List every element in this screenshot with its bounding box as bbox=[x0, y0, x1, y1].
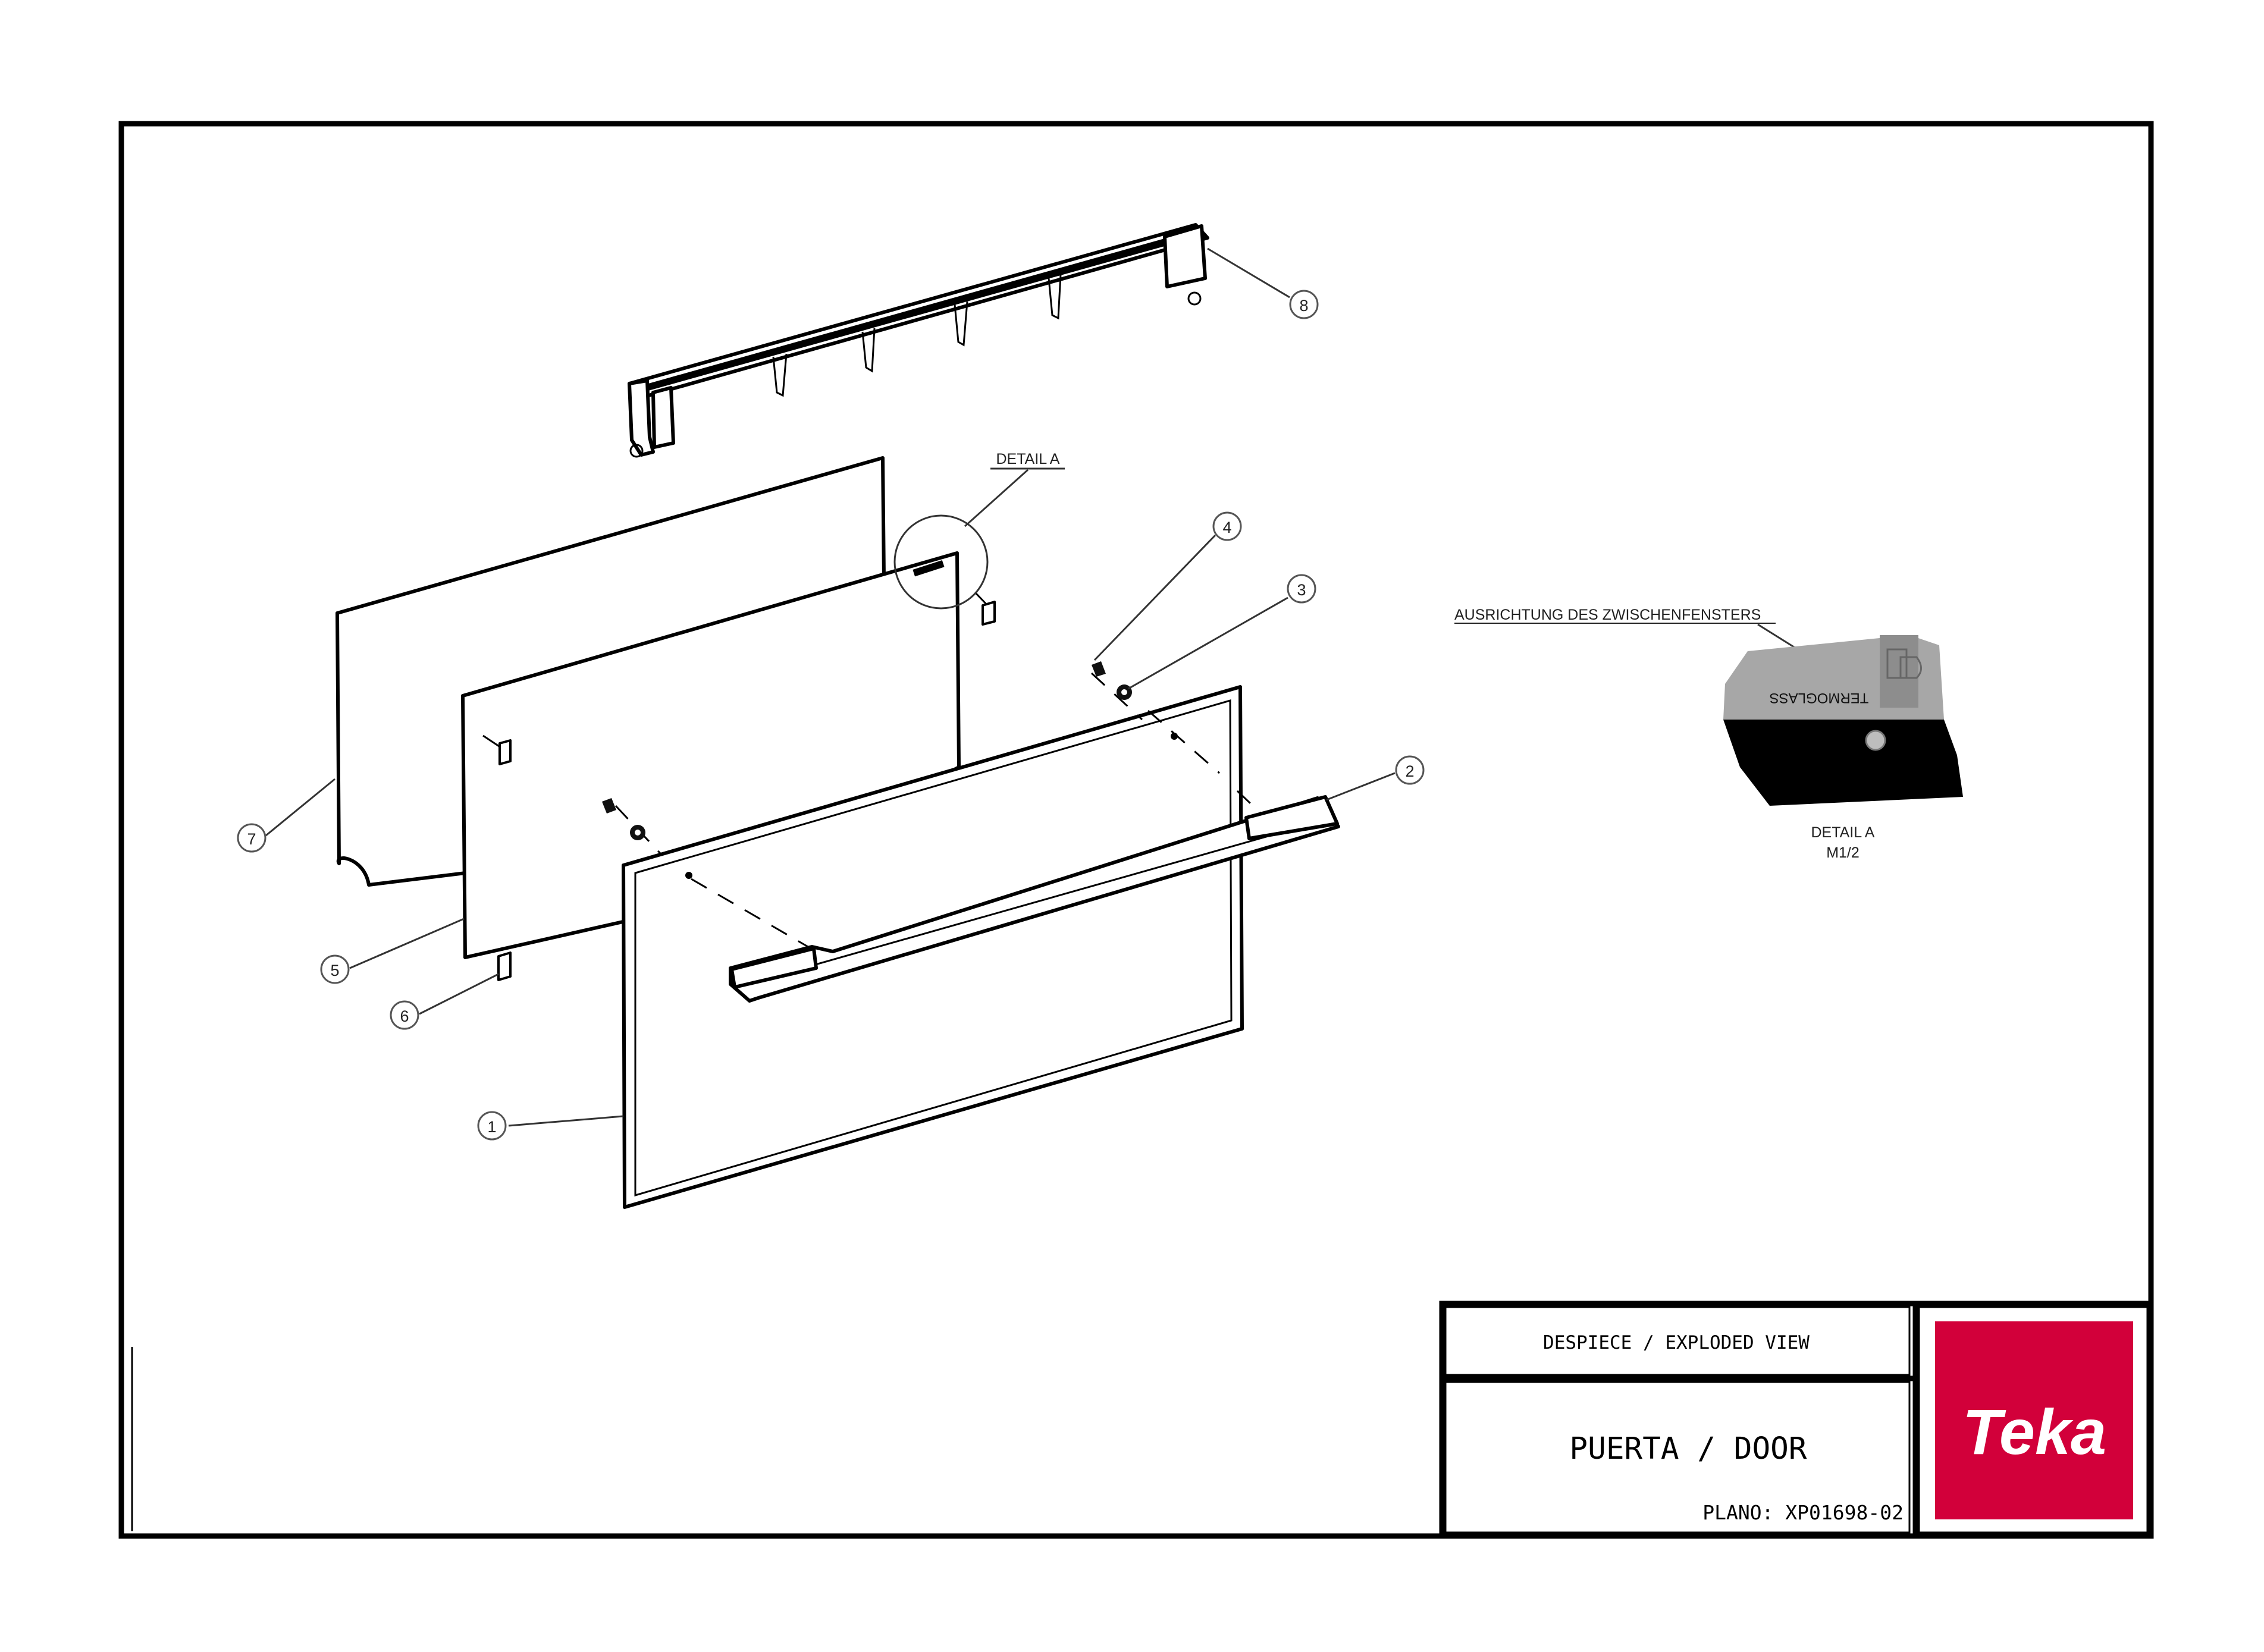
detail-a-label: DETAIL A bbox=[996, 451, 1060, 467]
detail-caption: DETAIL A bbox=[1811, 824, 1875, 841]
svg-text:2: 2 bbox=[1405, 762, 1414, 780]
detail-black-area bbox=[1723, 720, 1963, 806]
part-6-clip bbox=[482, 592, 996, 981]
part-2-handle bbox=[729, 795, 1340, 1003]
part-title: PUERTA / DOOR bbox=[1569, 1431, 1807, 1466]
drawing-border bbox=[118, 121, 2154, 1539]
balloon-4: 4 bbox=[1212, 511, 1242, 541]
balloon-2: 2 bbox=[1395, 755, 1425, 785]
balloon-6: 6 bbox=[390, 1000, 419, 1030]
detail-a-view: AUSRICHTUNG DES ZWISCHENFENSTERS TERMOGL… bbox=[1454, 607, 1963, 861]
detail-scale: M1/2 bbox=[1826, 844, 1860, 861]
balloon-1: 1 bbox=[477, 1111, 507, 1141]
view-title: DESPIECE / EXPLODED VIEW bbox=[1543, 1332, 1810, 1353]
orientation-note: AUSRICHTUNG DES ZWISCHENFENSTERS bbox=[1454, 607, 1761, 623]
detail-a-callout: DETAIL A bbox=[964, 451, 1065, 527]
teka-logo-text: Teka bbox=[1962, 1396, 2106, 1468]
leader-lines bbox=[265, 247, 1396, 1127]
svg-text:1: 1 bbox=[487, 1118, 496, 1136]
glass-marking bbox=[913, 560, 945, 577]
teka-logo bbox=[1935, 1321, 2133, 1519]
part-4-screw bbox=[602, 661, 1106, 814]
svg-text:3: 3 bbox=[1297, 581, 1306, 599]
glass-mark: TERMOGLASS bbox=[1770, 690, 1869, 706]
balloon-8: 8 bbox=[1289, 290, 1319, 319]
plan-number: PLANO: XP01698-02 bbox=[1702, 1501, 1904, 1524]
part-8-top-profile bbox=[628, 223, 1209, 458]
balloon-7: 7 bbox=[237, 823, 266, 853]
svg-text:4: 4 bbox=[1222, 519, 1231, 536]
svg-text:8: 8 bbox=[1299, 297, 1308, 315]
balloon-3: 3 bbox=[1287, 574, 1316, 604]
balloon-5: 5 bbox=[320, 954, 350, 984]
detail-a-circle bbox=[893, 514, 989, 610]
svg-text:7: 7 bbox=[247, 830, 256, 848]
part-3-washer bbox=[630, 684, 1132, 840]
svg-text:5: 5 bbox=[330, 962, 339, 979]
svg-text:6: 6 bbox=[400, 1007, 409, 1025]
title-block: DESPIECE / EXPLODED VIEW PUERTA / DOOR P… bbox=[1439, 1301, 2154, 1539]
